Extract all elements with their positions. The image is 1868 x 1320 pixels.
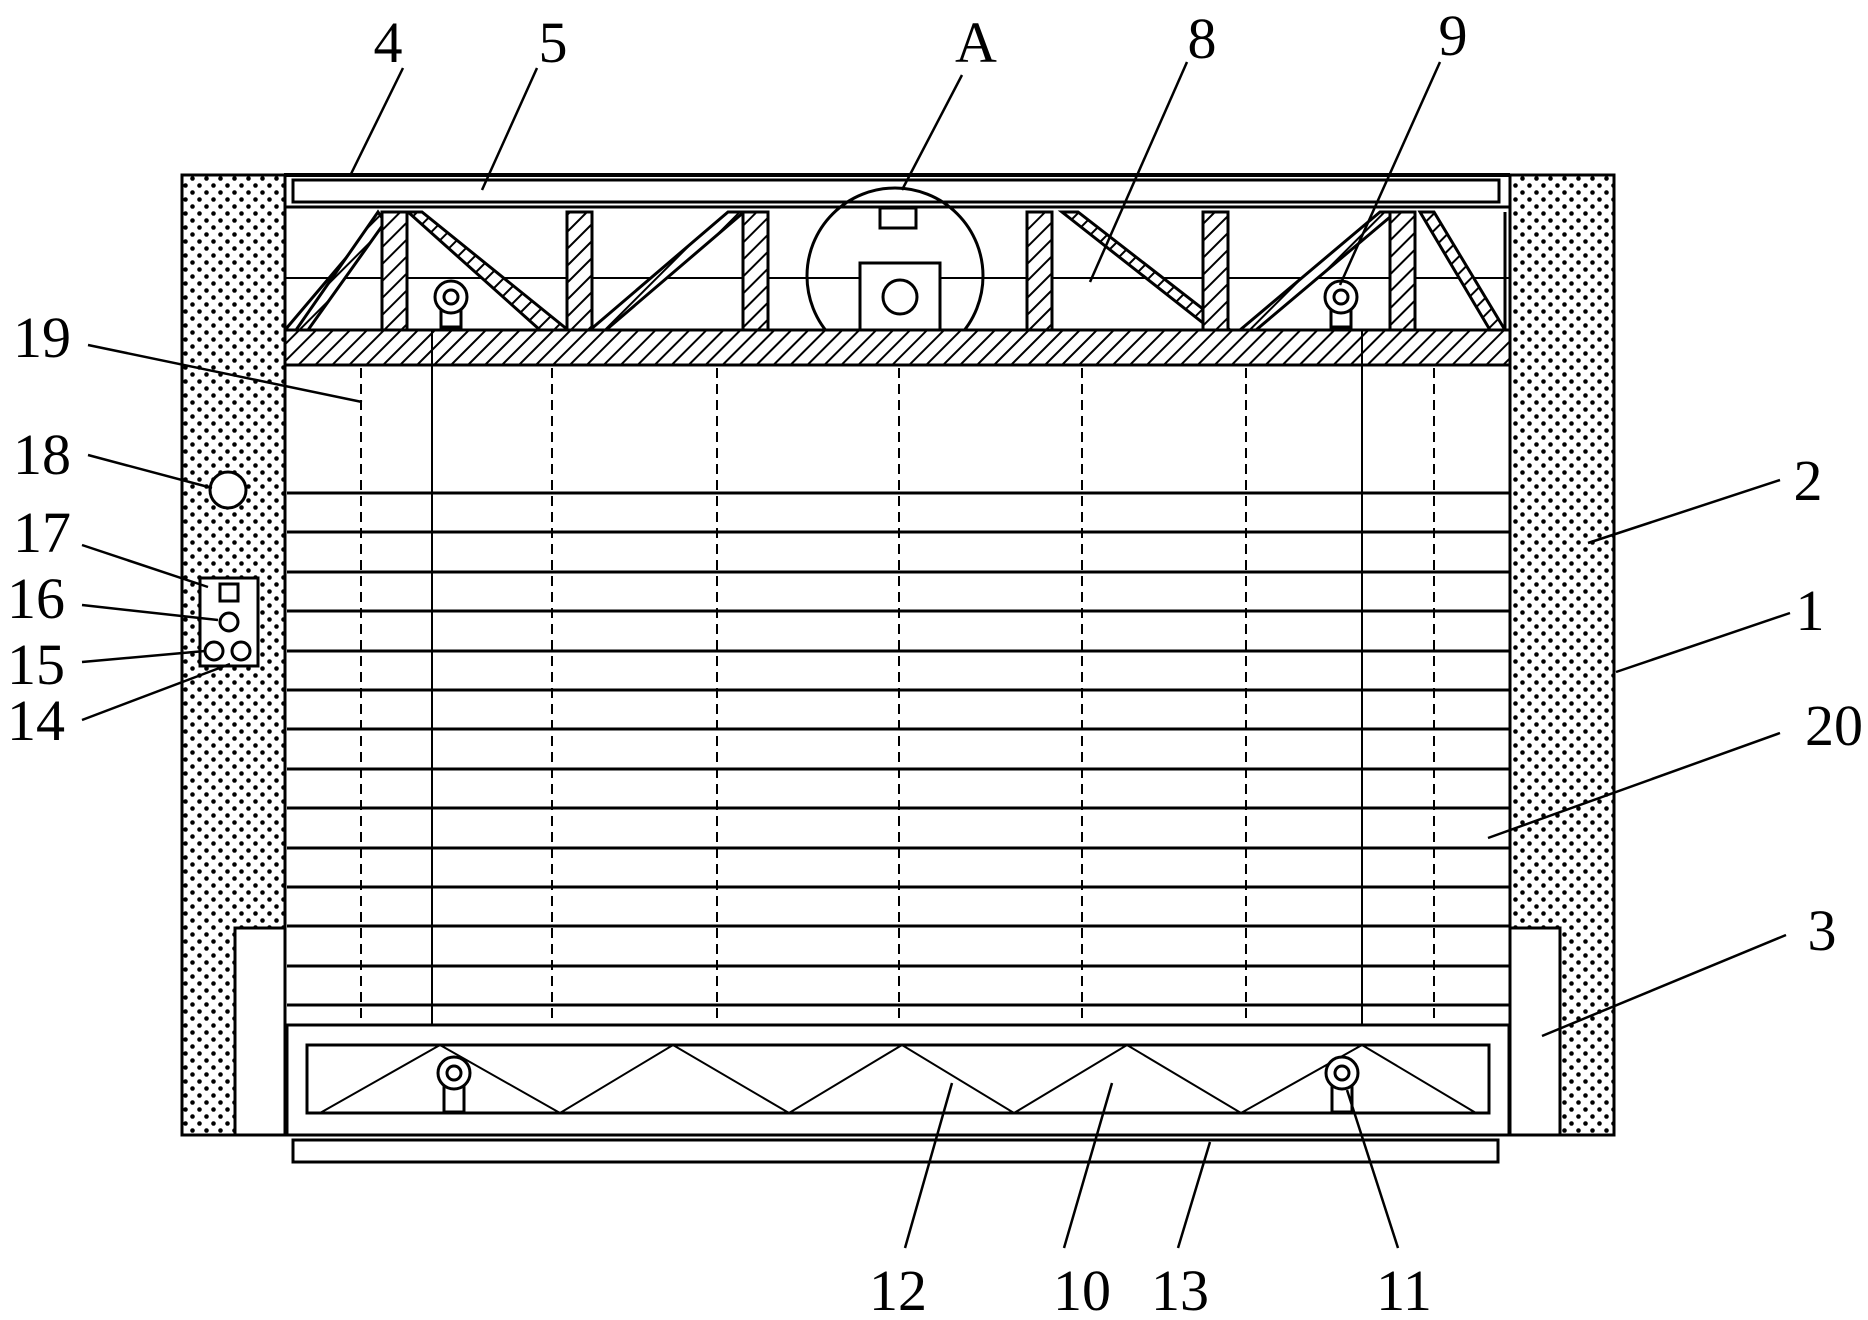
button-15a (205, 642, 223, 660)
bottom-rail (307, 1045, 1489, 1113)
button-16 (220, 613, 238, 631)
left-bottom-block (235, 928, 285, 1135)
bottom-plate (293, 1140, 1498, 1162)
label-1: 1 (1796, 578, 1825, 643)
label-10: 10 (1053, 1258, 1111, 1315)
label-5: 5 (539, 10, 568, 75)
motor-shaft (883, 280, 917, 314)
motor-top-block (880, 208, 916, 228)
bottom-pulley-left (438, 1057, 470, 1112)
label-8: 8 (1188, 6, 1217, 71)
button-15b (232, 642, 250, 660)
label-14: 14 (7, 688, 65, 753)
label-a: A (955, 10, 997, 75)
label-18: 18 (13, 422, 71, 487)
label-4: 4 (374, 10, 403, 75)
label-17: 17 (13, 500, 71, 565)
headrail-beam (285, 330, 1510, 365)
top-pulley-left (435, 281, 467, 327)
bottom-pulley-right (1326, 1057, 1358, 1112)
label-13: 13 (1151, 1258, 1209, 1315)
label-9: 9 (1439, 3, 1468, 68)
display-17 (220, 584, 238, 601)
top-rail (293, 180, 1499, 202)
label-20: 20 (1805, 693, 1863, 758)
label-2: 2 (1794, 448, 1823, 513)
top-pulley-right (1325, 281, 1357, 327)
label-19: 19 (13, 305, 71, 370)
label-12: 12 (869, 1258, 927, 1315)
label-11: 11 (1376, 1258, 1432, 1315)
label-16: 16 (7, 566, 65, 631)
label-3: 3 (1808, 898, 1837, 963)
sensor-18 (210, 472, 246, 508)
